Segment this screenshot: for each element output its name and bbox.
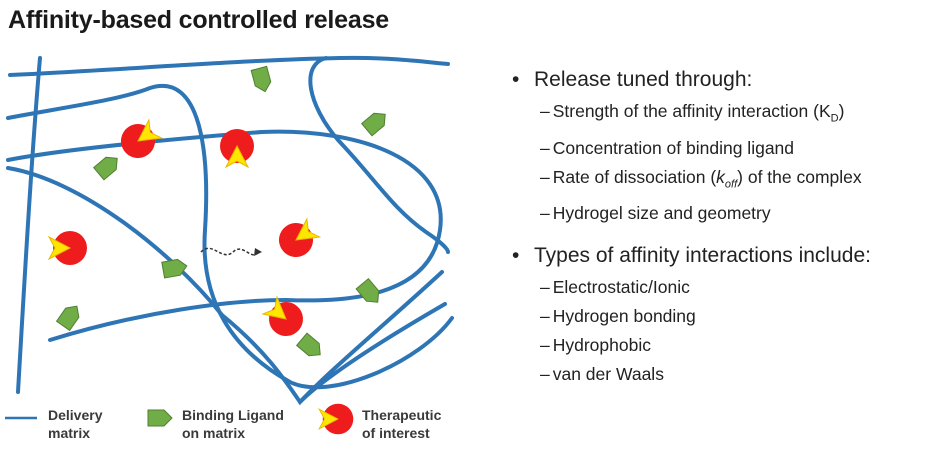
therapeutic-shape	[219, 128, 255, 168]
delivery-matrix-fibers	[6, 55, 454, 406]
sub-item: –van der Waals	[540, 364, 664, 384]
matrix-fiber	[298, 302, 447, 404]
ligand-shape	[296, 332, 326, 362]
hydrogel-diagram	[5, 55, 454, 435]
bullet-release-tuned: Release tuned through:	[512, 66, 942, 94]
sub-item: –Strength of the affinity interaction (K…	[540, 101, 845, 125]
bullet-list: Release tuned through: –Strength of the …	[512, 66, 942, 391]
ligand-shape	[250, 65, 274, 95]
release-arrowhead	[254, 248, 262, 256]
ligand-shape	[93, 151, 123, 181]
release-path-arrow	[200, 247, 259, 256]
slide-title: Affinity-based controlled release	[8, 6, 389, 34]
ligand-shape	[56, 301, 84, 331]
ligand-shape	[361, 107, 391, 137]
therapeutic-shape	[48, 230, 88, 266]
therapeutic-shape	[271, 213, 324, 265]
legend-therapeutic-icon	[318, 403, 354, 435]
sub-item: –Rate of dissociation (koff) of the comp…	[540, 166, 862, 191]
legend-ligand-icon	[147, 409, 173, 427]
sub-item: –Electrostatic/Ionic	[540, 277, 690, 297]
bullet-affinity-types: Types of affinity interactions include:	[512, 242, 942, 270]
matrix-fiber	[6, 84, 454, 390]
matrix-fiber	[8, 55, 450, 77]
sub-item: –Concentration of binding ligand	[540, 137, 795, 158]
matrix-fiber	[308, 56, 450, 254]
matrix-fiber	[16, 56, 42, 394]
sub-item: –Hydrophobic	[540, 335, 651, 355]
matrix-fiber	[6, 129, 443, 342]
sub-item: –Hydrogen bonding	[540, 306, 696, 326]
sub-item: –Hydrogel size and geometry	[540, 203, 771, 223]
matrix-fiber	[6, 166, 444, 406]
